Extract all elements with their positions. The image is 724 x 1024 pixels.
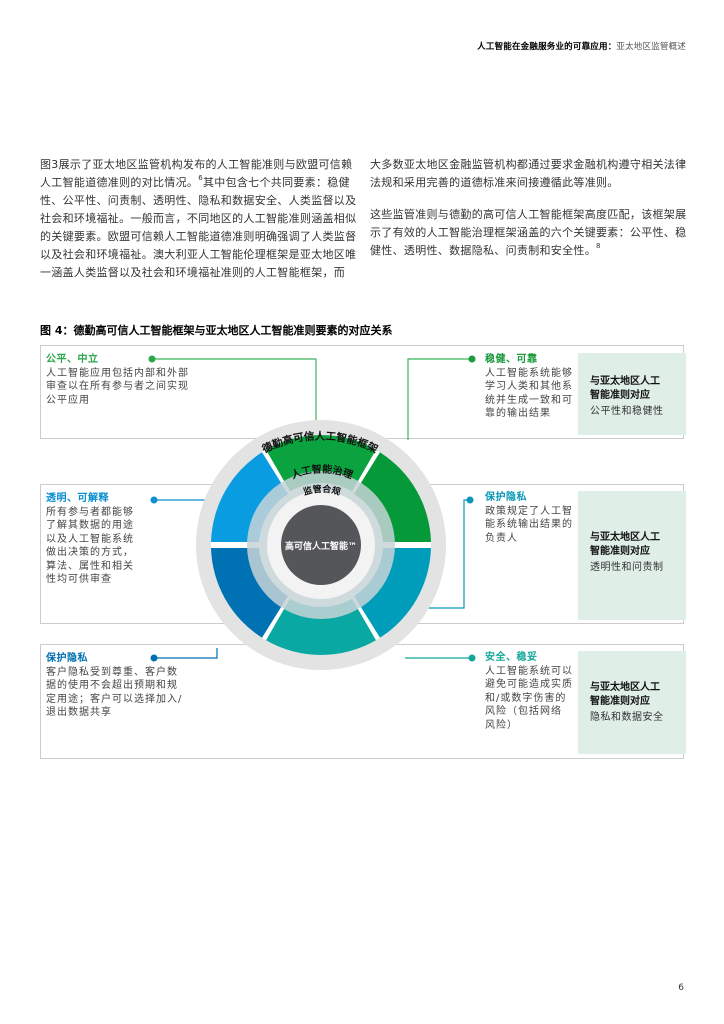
governance-label: 人工智能治理 [289,462,354,481]
element-desc-line: 政策规定了人工智 [485,505,573,517]
connector-dot [466,496,474,504]
figure-title: 图 4：德勤高可信人工智能框架与亚太地区人工智能准则要素的对应关系 [40,324,393,337]
element-desc-line: 负责人 [485,532,518,544]
element-privacy-left: 保护隐私 客户隐私受到尊重、客户数 据的使用不会超出预期和规 定用途；客户可以选… [46,652,206,720]
element-desc-line: 算法、属性和相关 [46,560,134,572]
connector-dot [148,355,156,363]
element-title: 保护隐私 [485,492,527,503]
core-circle [281,505,361,585]
mapping-title: 与亚太地区人工智能准则对应 [590,532,660,557]
element-desc-line: 退出数据共享 [46,707,112,718]
paragraph-text: 这些监管准则与德勤的高可信人工智能框架高度匹配，该框架展示了有效的人工智能治理框… [370,208,687,257]
connector-line [152,358,317,420]
segment-bottom-right [354,548,431,638]
element-desc-line: 定用途；客户可以选择加入/ [46,693,183,705]
paragraph-text: 其中包含七个共同要素：稳健性、公平性、问责制、透明性、隐私和数据安全、人类监督以… [40,176,357,279]
header-subtitle: 亚太地区监管概述 [616,42,686,52]
connector-dot [468,355,476,363]
footnote-ref[interactable]: 6 [198,174,203,182]
paragraph-text: 图3展示了亚太地区监管机构发布的人工智能准则与欧盟可信赖人工智能道德准则的对比情… [40,158,353,189]
element-robustness: 稳健、可靠 人工智能系统能够 学习人类和其他系 统并生成一致和可 靠的输出结果 [485,353,575,421]
element-desc-line: 学习人类和其他系 [485,381,573,392]
element-desc-line: 避免可能造成实质 [485,679,573,690]
element-privacy-right: 保护隐私 政策规定了人工智 能系统输出结果的 负责人 [485,491,575,545]
element-desc-line: 以及人工智能系统 [46,533,134,545]
running-header: 人工智能在金融服务业的可靠应用：亚太地区监管概述 [477,40,686,52]
element-desc-line: 性均可供审查 [46,574,112,585]
element-desc-line: 风险（包括网络 [485,706,562,717]
footnote-ref[interactable]: 8 [596,242,601,250]
connector-line [154,648,218,659]
element-desc-line: 做出决策的方式， [46,547,134,558]
segment-top-left [211,452,288,542]
element-desc-line: 公平应用 [46,394,90,406]
element-transparency: 透明、可解释 所有参与者都能够 了解其数据的用途 以及人工智能系统 做出决策的方… [46,492,156,587]
element-title: 保护隐私 [46,653,88,664]
element-desc-line: 风险） [485,719,518,731]
mapping-panel-3: 与亚太地区人工智能准则对应 隐私和数据安全 [578,651,686,754]
mapping-value: 透明性和问责制 [590,562,664,573]
element-desc-line: 人工智能系统能够 [485,367,573,379]
mapping-value: 公平性和稳健性 [590,406,664,417]
segment-bottom-left [211,548,288,638]
header-title: 人工智能在金融服务业的可靠应用 [477,42,608,52]
segment-top-right [354,452,431,542]
row-box-3 [40,644,684,759]
connector-dot [150,496,158,504]
page-number: 6 [678,983,684,993]
mapping-title: 与亚太地区人工智能准则对应 [590,376,660,401]
paragraph: 图3展示了亚太地区监管机构发布的人工智能准则与欧盟可信赖人工智能道德准则的对比情… [40,156,358,282]
element-desc-line: 统并生成一致和可 [485,394,573,406]
mapping-title: 与亚太地区人工智能准则对应 [590,682,660,707]
element-desc-line: 了解其数据的用途 [46,520,134,531]
element-desc-line: 人工智能应用包括内部和外部 [46,367,189,379]
header-separator: ： [607,42,617,52]
paragraph: 大多数亚太地区金融监管机构都通过要求金融机构遵守相关法律法规和采用完善的道德标准… [370,158,687,189]
element-desc-line: 靠的输出结果 [485,408,551,419]
connector-line [407,358,472,440]
connector-dot [468,654,476,662]
mapping-panel-2: 与亚太地区人工智能准则对应 透明性和问责制 [578,491,686,620]
element-desc-line: 和/或数字伤害的 [485,692,567,704]
mapping-panel-1: 与亚太地区人工智能准则对应 公平性和稳健性 [578,353,686,435]
element-title: 稳健、可靠 [485,354,538,365]
element-fairness: 公平、中立 人工智能应用包括内部和外部 审查以在所有参与者之间实现 公平应用 [46,353,206,407]
mapping-value: 隐私和数据安全 [590,712,664,723]
element-desc-line: 客户隐私受到尊重、客户数 [46,666,178,678]
center-label: 高可信人工智能™ [285,540,357,552]
element-desc-line: 所有参与者都能够 [46,506,134,518]
element-desc-line: 能系统输出结果的 [485,519,573,530]
body-column-left: 图3展示了亚太地区监管机构发布的人工智能准则与欧盟可信赖人工智能道德准则的对比情… [40,156,358,296]
connector-dot [150,654,158,662]
element-title: 安全、稳妥 [485,652,538,663]
body-column-right: 大多数亚太地区金融监管机构都通过要求金融机构遵守相关法律法规和采用完善的道德标准… [370,156,688,274]
element-safety: 安全、稳妥 人工智能系统可以 避免可能造成实质 和/或数字伤害的 风险（包括网络… [485,651,575,732]
element-desc-line: 审查以在所有参与者之间实现 [46,381,189,392]
element-title: 公平、中立 [46,354,99,365]
paragraph: 这些监管准则与德勤的高可信人工智能框架高度匹配，该框架展示了有效的人工智能治理框… [370,206,688,260]
element-desc-line: 据的使用不会超出预期和规 [46,680,178,691]
element-title: 透明、可解释 [46,493,109,504]
element-desc-line: 人工智能系统可以 [485,665,573,677]
